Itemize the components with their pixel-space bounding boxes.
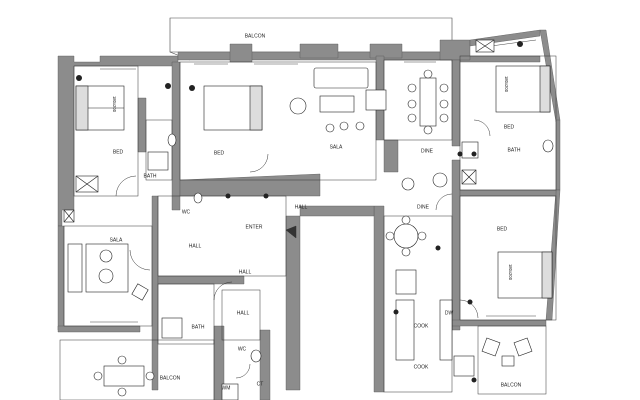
bed-right-bottom xyxy=(497,251,553,299)
room-labels: BALCON BED 180x200 BED BED 180x200 BED 1… xyxy=(110,33,522,391)
balcony-chairs xyxy=(481,337,533,367)
label-dine-top: DINE xyxy=(421,148,434,154)
label-wm: WM xyxy=(222,385,231,391)
label-bed-right-top-size: 180x200 xyxy=(504,76,509,93)
plants xyxy=(76,41,523,383)
label-bed-left-size: 180x200 xyxy=(112,96,117,113)
doors xyxy=(115,119,491,379)
kitchen xyxy=(395,269,475,377)
label-bed-center: BED xyxy=(214,150,225,156)
label-bath-left: BATH xyxy=(144,173,157,179)
label-dine-mid: DINE xyxy=(417,204,430,210)
sala-left-furniture xyxy=(67,243,129,293)
label-bed-right-bottom-size: 180x200 xyxy=(508,264,513,281)
label-wc-upper: WC xyxy=(182,209,191,215)
label-sala-top: SALA xyxy=(330,144,343,150)
balcony-table xyxy=(93,355,155,397)
label-balcony-bottom-right: BALCON xyxy=(501,382,522,388)
label-wc-lower: WC xyxy=(238,346,247,352)
bed-left xyxy=(75,85,125,131)
label-enter: ENTER xyxy=(246,224,263,230)
label-hall-lower: HALL xyxy=(237,310,250,316)
label-hall-left: HALL xyxy=(189,243,202,249)
dining-table-mid xyxy=(385,215,427,257)
label-bed-right-top: BED xyxy=(504,124,515,130)
armchairs xyxy=(131,172,448,301)
shafts xyxy=(63,39,495,223)
label-balcony-top: BALCON xyxy=(245,33,266,39)
label-bath-right-top: BATH xyxy=(508,147,521,153)
label-hall-mid: HALL xyxy=(239,269,252,275)
bed-right-top xyxy=(495,65,551,113)
exterior-walls xyxy=(57,29,561,400)
label-bed-left: BED xyxy=(113,149,124,155)
label-ct: CT xyxy=(257,381,264,387)
interior-lines xyxy=(59,55,557,400)
label-bed-right-bottom: BED xyxy=(497,226,508,232)
label-cook-upper: COOK xyxy=(414,323,429,329)
sala-top-furniture xyxy=(289,67,387,133)
dining-table-top xyxy=(407,69,449,135)
label-sala-left: SALA xyxy=(110,237,123,243)
label-balcony-bottom-left: BALCON xyxy=(160,375,181,381)
label-hall-upper: HALL xyxy=(295,204,308,210)
bed-center xyxy=(203,85,263,131)
label-dw: DW xyxy=(445,310,454,316)
label-bath-center: BATH xyxy=(192,324,205,330)
windows xyxy=(90,39,537,323)
label-cook-lower: COOK xyxy=(414,364,429,370)
